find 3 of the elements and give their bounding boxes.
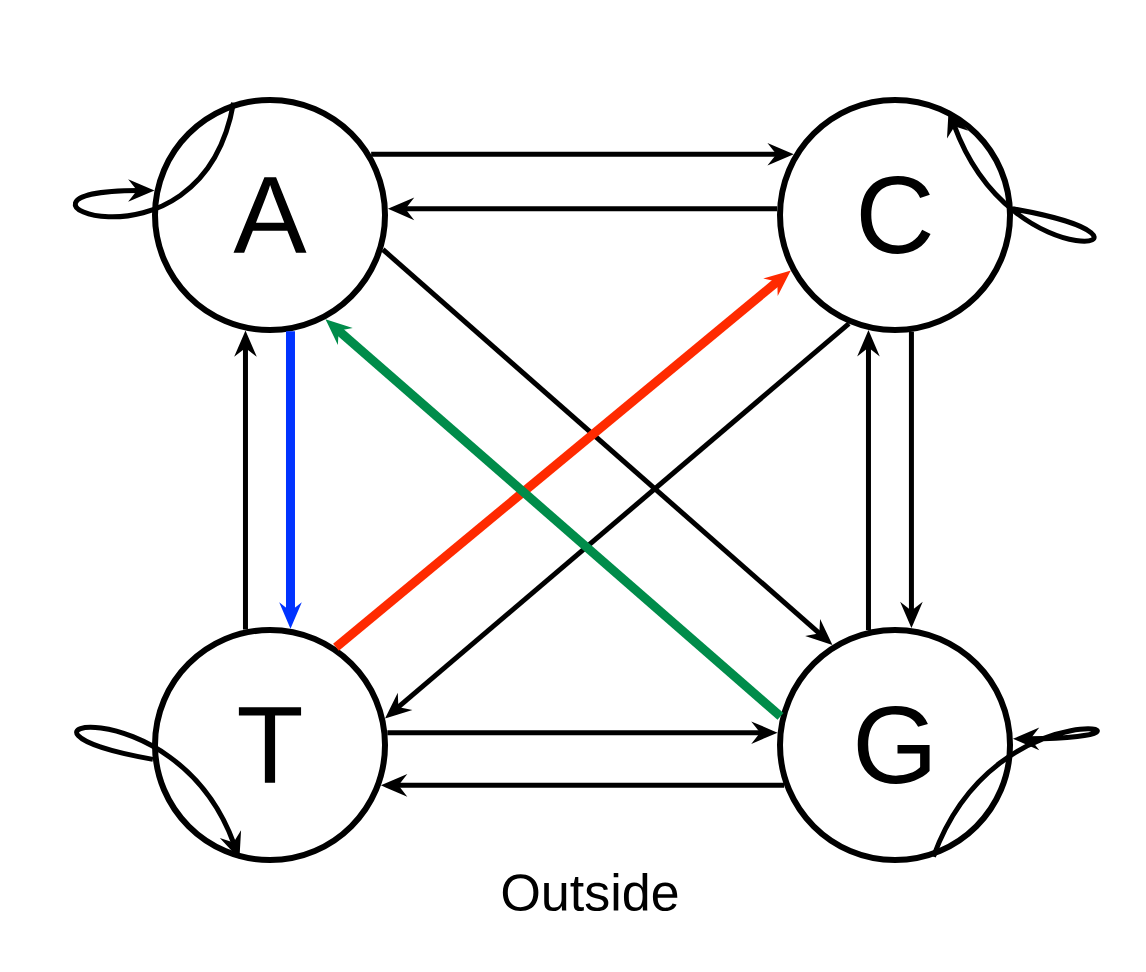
text-label: Outside	[502, 872, 678, 912]
self-loop-arrow	[73, 102, 236, 220]
self-loop-arrow	[931, 726, 1099, 858]
